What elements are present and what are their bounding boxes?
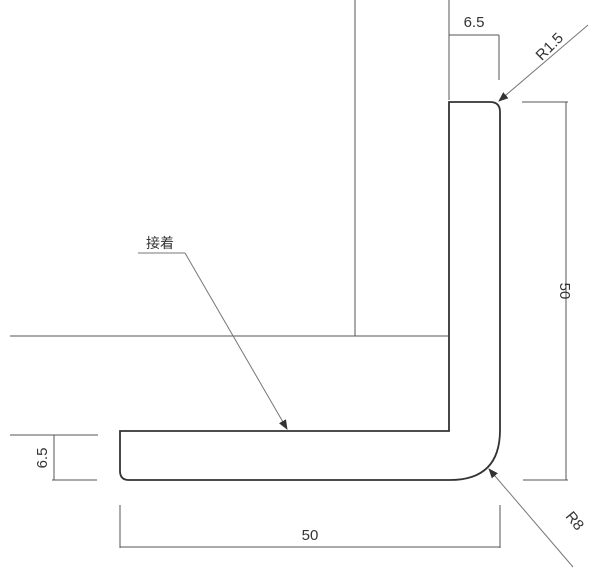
r8-leader: [488, 468, 574, 568]
bottom-thickness-dimension: [10, 434, 98, 481]
height-dimension: [522, 101, 568, 481]
top-thickness-label: 6.5: [464, 14, 485, 31]
width-label: 50: [302, 527, 319, 544]
height-label: 50: [556, 283, 573, 300]
l-profile: [119, 101, 501, 481]
adhesive-label: 接着: [146, 235, 174, 252]
width-dimension: [119, 505, 501, 548]
r8-label: R8: [562, 508, 587, 534]
top-thickness-dimension: [448, 0, 500, 100]
bottom-thickness-label: 6.5: [34, 448, 51, 469]
adhesive-leader: [184, 252, 288, 430]
r15-leader: [498, 24, 589, 102]
